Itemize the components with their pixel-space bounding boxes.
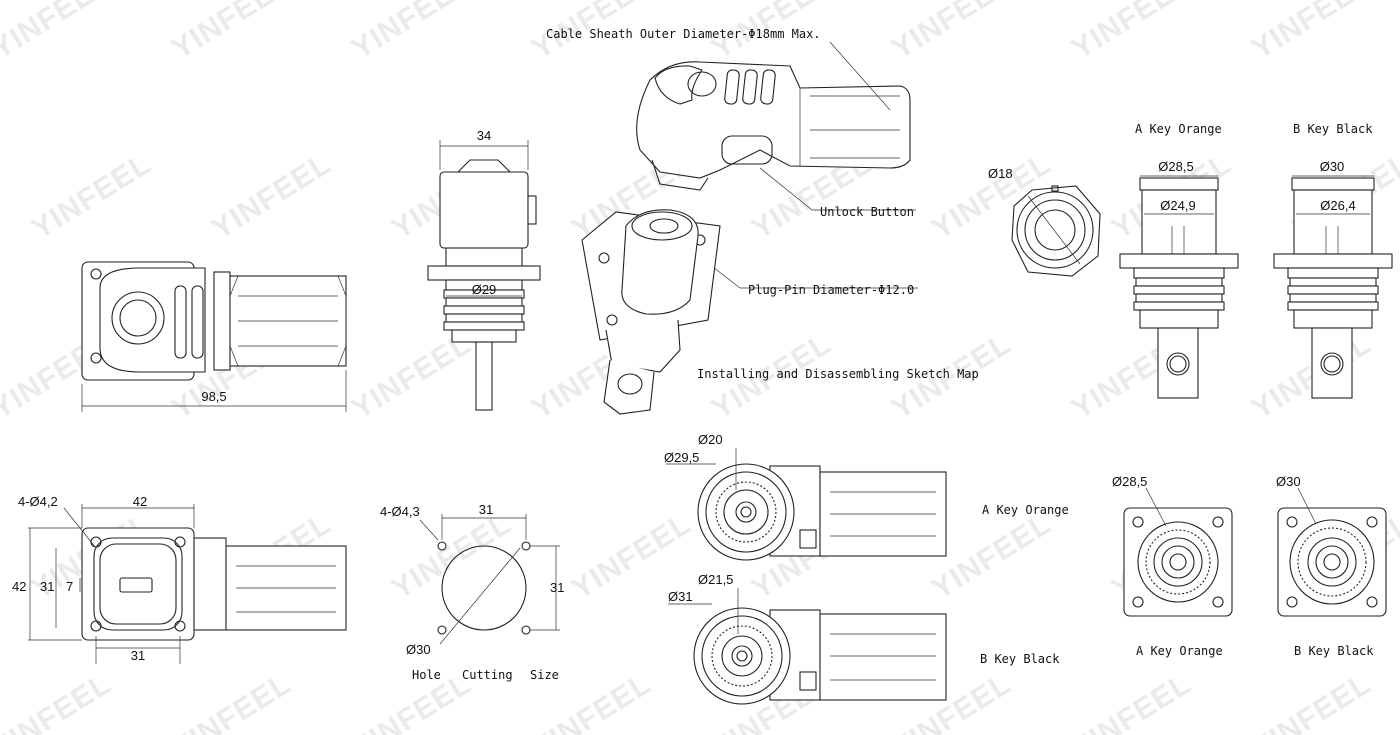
hole-cutting-spacing-h: 31: [479, 502, 493, 517]
a-key-top-outer: Ø28,5: [1158, 159, 1193, 174]
watermark-text: YINFEEL: [0, 667, 117, 735]
watermark-text: YINFEEL: [386, 507, 517, 606]
front-view-drawing: [427, 140, 541, 411]
a-key-side-drawing: [666, 448, 947, 561]
a-key-face-drawing: [1123, 487, 1233, 617]
b-key-top-label: B Key Black: [1293, 122, 1373, 136]
iso-connector-drawing: [581, 41, 918, 415]
flange-height-inner: 31: [40, 579, 54, 594]
b-key-face-diameter: Ø30: [1276, 474, 1301, 489]
hole-cutting-holes: 4-Ø4,3: [380, 504, 420, 519]
b-key-side-drawing: [668, 588, 947, 705]
flange-width-inner: 31: [131, 648, 145, 663]
b-key-top-inner: Ø26,4: [1320, 198, 1355, 213]
flange-height-outer: 42: [12, 579, 26, 594]
top-circle-drawing: [1011, 185, 1101, 277]
a-key-face-label: A Key Orange: [1136, 644, 1223, 658]
watermark-text: YINFEEL: [886, 0, 1017, 66]
flange-view-drawing: [28, 504, 347, 664]
watermark-text: YINFEEL: [206, 147, 337, 246]
front-view-flange-diameter: Ø29: [472, 282, 497, 297]
side-view-length: 98,5: [201, 389, 226, 404]
hole-cutting-word-2: Cutting: [462, 668, 513, 682]
a-key-top-inner: Ø24,9: [1160, 198, 1195, 213]
b-key-face-label: B Key Black: [1294, 644, 1374, 658]
b-key-top-drawing: [1273, 175, 1393, 399]
watermark-text: YINFEEL: [0, 0, 117, 66]
callout-cable-sheath: Cable Sheath Outer Diameter-Φ18mm Max.: [546, 27, 821, 41]
a-key-face-diameter: Ø28,5: [1112, 474, 1147, 489]
watermark-text: YINFEEL: [1246, 0, 1377, 66]
callout-unlock-button: Unlock Button: [820, 205, 914, 219]
watermark-text: YINFEEL: [1246, 667, 1377, 735]
b-key-side-inner: Ø21,5: [698, 572, 733, 587]
b-key-face-drawing: [1277, 487, 1387, 617]
flange-slot: 7: [66, 579, 73, 594]
side-view-drawing: [81, 261, 347, 412]
flange-holes: 4-Ø4,2: [18, 494, 58, 509]
hole-cutting-drawing: [419, 514, 560, 645]
watermark-text: YINFEEL: [346, 0, 477, 66]
hole-cutting-word-3: Size: [530, 668, 559, 682]
b-key-side-label: B Key Black: [980, 652, 1060, 666]
top-circle-diameter: Ø18: [988, 166, 1013, 181]
a-key-top-label: A Key Orange: [1135, 122, 1222, 136]
a-key-side-inner: Ø20: [698, 432, 723, 447]
watermark-text: YINFEEL: [1066, 667, 1197, 735]
b-key-side-outer: Ø31: [668, 589, 693, 604]
hole-cutting-spacing-v: 31: [550, 580, 564, 595]
watermark-text: YINFEEL: [166, 0, 297, 66]
callout-install-sketch: Installing and Disassembling Sketch Map: [697, 367, 979, 381]
hole-cutting-diameter: Ø30: [406, 642, 431, 657]
watermark-text: YINFEEL: [1066, 0, 1197, 66]
a-key-side-label: A Key Orange: [982, 503, 1069, 517]
hole-cutting-word-1: Hole: [412, 668, 441, 682]
front-view-width: 34: [477, 128, 491, 143]
a-key-side-outer: Ø29,5: [664, 450, 699, 465]
a-key-top-drawing: [1119, 175, 1239, 399]
callout-plug-pin: Plug-Pin Diameter-Φ12.0: [748, 283, 914, 297]
watermark-text: YINFEEL: [166, 667, 297, 735]
flange-width-outer: 42: [133, 494, 147, 509]
b-key-top-outer: Ø30: [1320, 159, 1345, 174]
watermark-text: YINFEEL: [26, 147, 157, 246]
